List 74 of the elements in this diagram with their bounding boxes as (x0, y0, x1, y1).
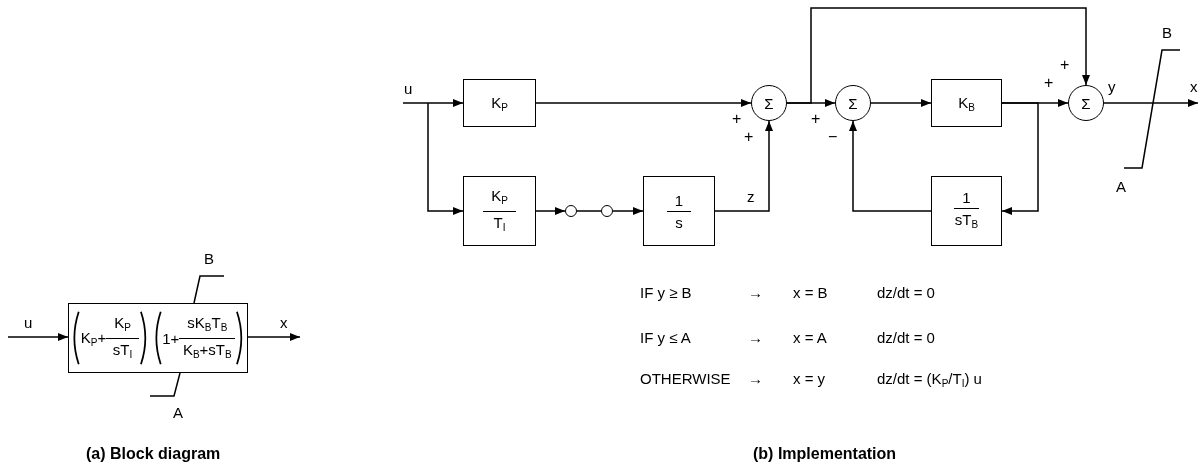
saturation-limiter (1124, 48, 1180, 170)
sign: + (1044, 74, 1054, 91)
switch-contact (565, 205, 577, 217)
sign: − (828, 128, 838, 145)
derivative-text: dz/dt = 0 (877, 329, 935, 346)
gain-block (931, 79, 1002, 127)
summing-junction (751, 85, 787, 121)
signal-arrow (535, 99, 752, 107)
signal-label: z (747, 188, 755, 205)
output-text: x = y (793, 370, 826, 387)
gain-text: K$_{B}$ (958, 93, 975, 113)
sigma-symbol: Σ (1081, 94, 1091, 112)
gain-text: K$_{P}$ (491, 93, 508, 113)
denominator-text: sT$_{B}$ (954, 210, 979, 232)
numerator-text: K$_{P}$ (483, 186, 516, 212)
numerator-text: 1 (666, 191, 692, 212)
derivative-text: dz/dt = (K$_{P}$/T$_{I}$) u (877, 370, 982, 391)
derivative-text: dz/dt = 0 (877, 284, 935, 301)
gain-block (463, 79, 536, 127)
condition-text: OTHERWISE (640, 370, 731, 387)
sign: + (1060, 56, 1070, 73)
limit-label: A (173, 404, 183, 421)
limit-label: B (204, 250, 214, 267)
signal-arrow (612, 207, 644, 215)
signal-arrow (427, 102, 464, 215)
condition-text: IF y ≥ B (640, 284, 692, 301)
transfer-function-block (68, 303, 248, 373)
summing-junction (1068, 85, 1104, 121)
caption: (a) Block diagram (86, 445, 221, 462)
signal-label: u (404, 80, 413, 97)
signal-arrow (714, 120, 773, 212)
output-text: x = A (793, 329, 827, 346)
limit-label: B (1162, 24, 1172, 41)
arrow-symbol: → (748, 370, 763, 387)
denominator-text: sT$_{I}$ (112, 339, 133, 362)
signal-label: y (1108, 78, 1116, 95)
arrow-symbol: → (748, 284, 763, 301)
signal-label: u (24, 314, 33, 331)
output-text: x = B (793, 284, 828, 301)
gain-block (463, 176, 536, 246)
sigma-symbol: Σ (764, 94, 774, 112)
numerator-text: 1 (954, 189, 979, 209)
sigma-symbol: Σ (848, 94, 858, 112)
signal-arrow (786, 7, 1090, 104)
signal-arrow (7, 333, 69, 341)
arrow-symbol: → (748, 329, 763, 346)
signal-arrow (849, 120, 932, 212)
switch-contact (601, 205, 613, 217)
numerator-text: sK$_{B}$T$_{B}$ (179, 313, 236, 339)
signal-arrow (402, 99, 464, 107)
signal-arrow (870, 99, 932, 107)
signal-arrow (1001, 102, 1039, 215)
signal-label: x (1190, 78, 1198, 95)
sign: + (732, 110, 742, 127)
transfer-function-block (931, 176, 1002, 246)
limit-label: A (1116, 178, 1126, 195)
condition-text: IF y ≤ A (640, 329, 691, 346)
denominator-text: T$_{I}$ (493, 212, 506, 235)
sign: + (744, 128, 754, 145)
numerator-text: K$_{P}$ (106, 313, 139, 339)
signal-label: x (280, 314, 288, 331)
connector-line (576, 210, 602, 212)
denominator-text: s (675, 212, 683, 231)
formula-term: 1+ (162, 329, 180, 347)
caption: (b) Implementation (753, 445, 897, 462)
denominator-text: K$_{B}$+sT$_{B}$ (182, 339, 232, 362)
signal-arrow (1179, 99, 1199, 107)
connector-line (1103, 102, 1125, 104)
signal-arrow (247, 333, 301, 341)
sign: + (811, 110, 821, 127)
integrator-block (643, 176, 715, 246)
summing-junction (835, 85, 871, 121)
signal-arrow (535, 207, 566, 215)
formula-term: K$_{P}$+ (80, 328, 107, 348)
